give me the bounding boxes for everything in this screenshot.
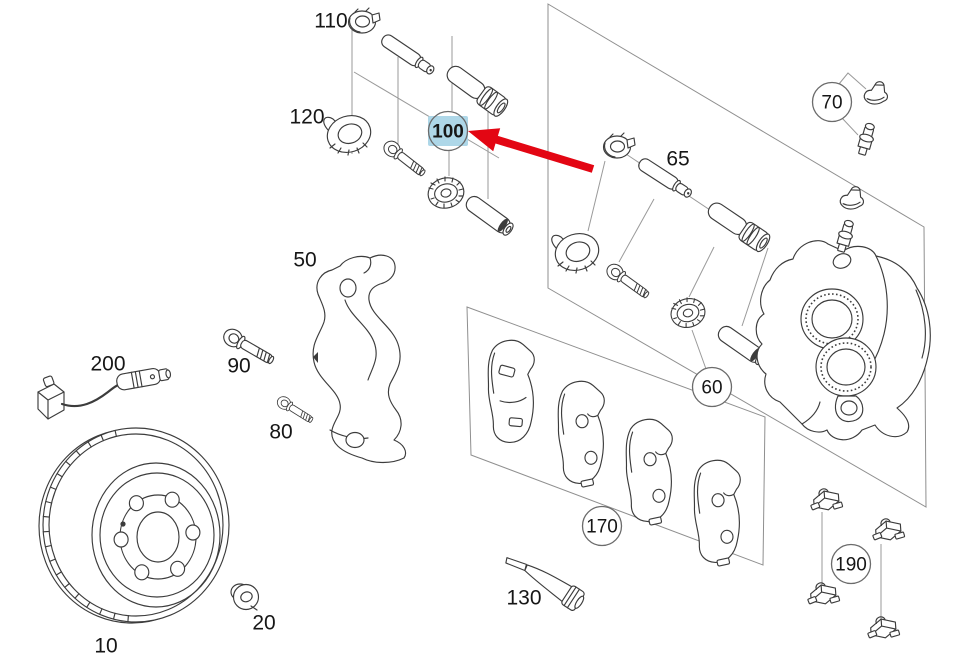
panel-brake-pads-group [466,306,766,566]
callout-70[interactable]: 70 [811,81,853,123]
callout-130-label: 130 [506,587,541,610]
callout-200-label: 200 [90,353,125,376]
callout-120[interactable]: 120 [289,106,324,129]
callout-190-label: 190 [835,555,867,576]
callout-50[interactable]: 50 [293,249,316,272]
callout-60-circle [691,366,733,408]
callout-10[interactable]: 10 [94,635,117,658]
part-wear-sensor [37,368,172,420]
callout-170[interactable]: 170 [581,505,623,547]
callout-130[interactable]: 130 [506,587,541,610]
part-grease-tube [505,557,585,611]
callout-20[interactable]: 20 [252,612,275,635]
callout-100-highlight [428,116,468,146]
callout-110-label: 110 [314,10,347,33]
callout-20-label: 20 [252,612,275,635]
callout-80[interactable]: 80 [269,421,292,444]
callout-170-label: 170 [586,517,618,538]
callout-200[interactable]: 200 [90,353,125,376]
callout-100-selected[interactable]: 100 [427,110,469,152]
callout-100-label: 100 [432,122,464,143]
callout-65[interactable]: 65 [666,148,689,171]
callout-170-circle [581,505,623,547]
callout-90-label: 90 [227,355,250,378]
selection-arrow [468,128,595,173]
callout-100-ring [427,110,469,152]
callout-110[interactable]: 110 [314,10,347,33]
callout-50-label: 50 [293,249,316,272]
callout-60[interactable]: 60 [691,366,733,408]
callout-80-label: 80 [269,421,292,444]
callout-90[interactable]: 90 [227,355,250,378]
part-disc-screw [230,583,260,611]
part-brake-caliper [755,240,931,441]
part-caliper-bracket [312,254,407,464]
panel-caliper-group [547,3,927,508]
callout-65-label: 65 [666,148,689,171]
group-guide-pin-left [321,7,517,239]
callout-190-circle [830,543,872,585]
callout-60-label: 60 [701,378,722,399]
part-brake-disc [38,427,230,624]
callout-70-label: 70 [821,93,842,114]
callout-190[interactable]: 190 [830,543,872,585]
callout-70-circle [811,81,853,123]
callout-120-label: 120 [289,106,324,129]
callout-10-label: 10 [94,635,117,658]
